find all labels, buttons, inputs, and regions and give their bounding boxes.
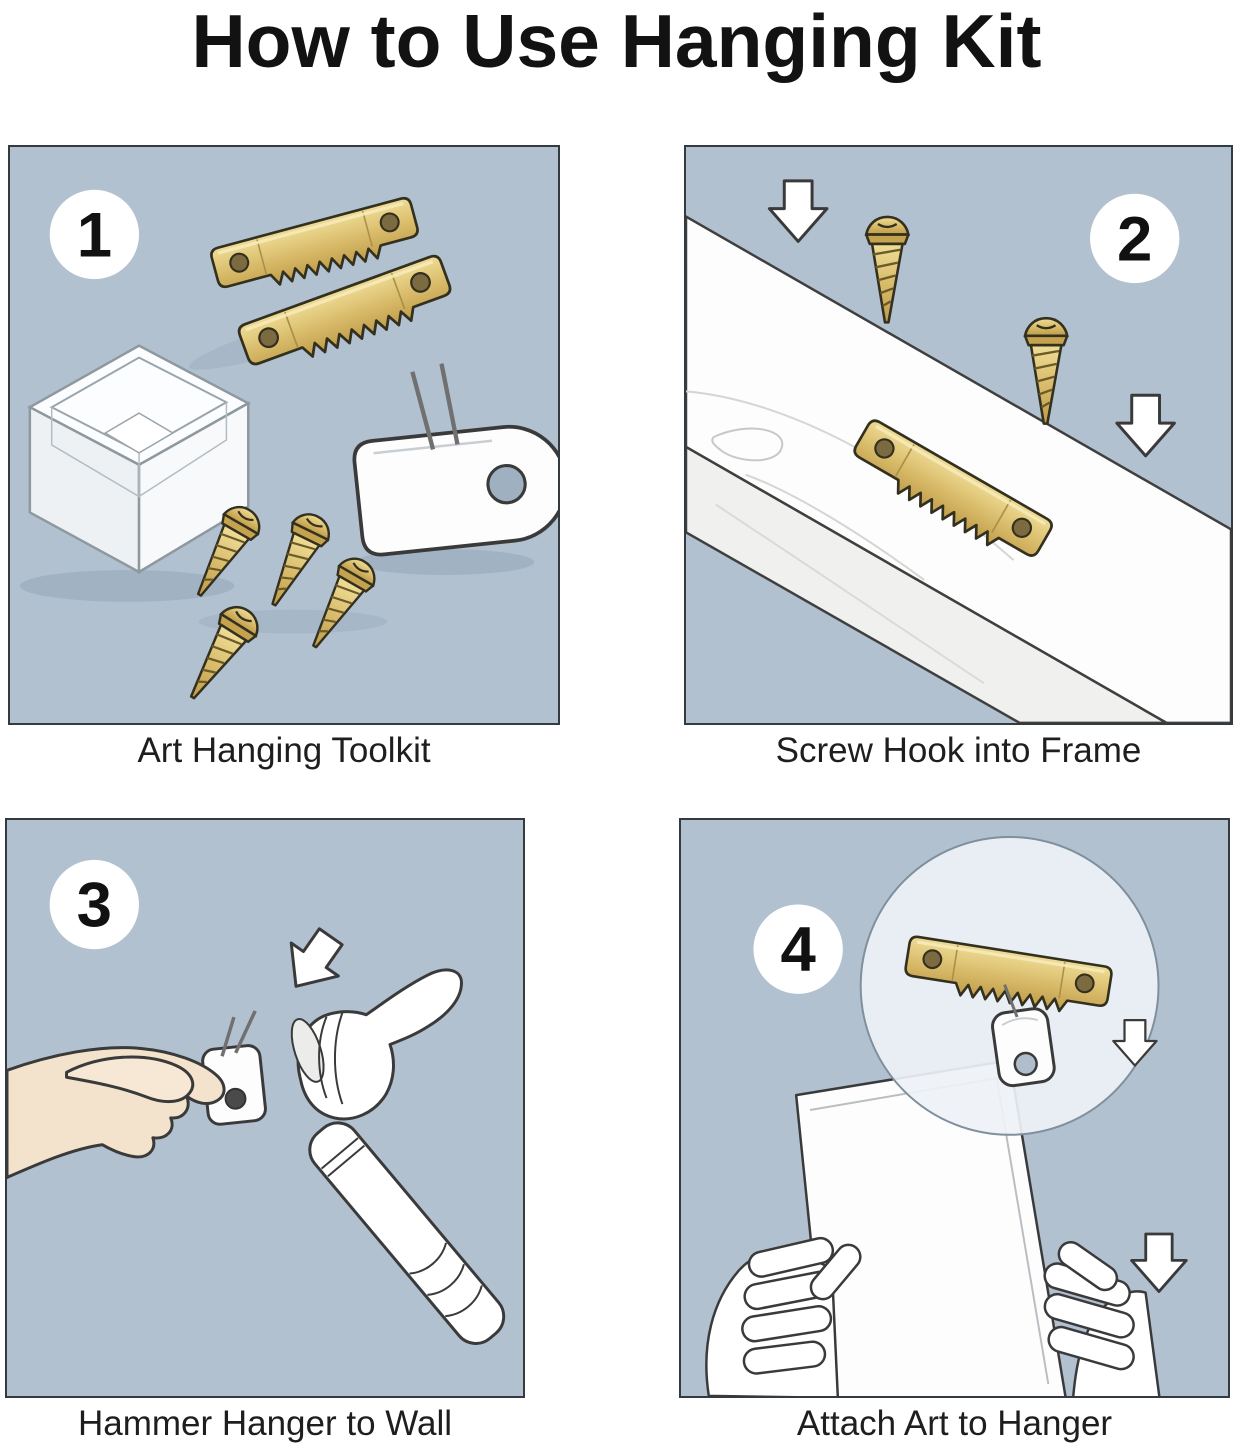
plastic-hook-icon: [345, 352, 558, 556]
down-arrow-icon: [767, 179, 829, 243]
hand: [7, 1046, 226, 1179]
screw-icon: [1023, 316, 1069, 425]
step-3-number: 3: [77, 870, 112, 940]
panel-step-4: 4: [679, 818, 1230, 1398]
panel-step-2: 2: [684, 145, 1233, 725]
panel-2-illustration: 2: [686, 179, 1231, 723]
panel-4-illustration: 4: [705, 835, 1188, 1396]
step-2-badge: 2: [1090, 193, 1180, 284]
caption-step-1: Art Hanging Toolkit: [137, 731, 431, 770]
magnifier-circle: [859, 835, 1160, 1136]
down-arrow-icon: [1130, 1232, 1188, 1293]
plastic-hook-icon: [991, 984, 1056, 1088]
shadow: [19, 570, 235, 602]
caption-step-2: Screw Hook into Frame: [775, 731, 1142, 770]
screw-icon: [255, 506, 337, 615]
step-4-number: 4: [780, 914, 815, 985]
caption-step-3: Hammer Hanger to Wall: [77, 1404, 453, 1443]
hammer-icon: [290, 968, 506, 1345]
down-arrow-icon: [270, 918, 356, 1005]
hand: [1043, 1240, 1161, 1396]
step-1-badge: 1: [49, 189, 140, 280]
panel-3-illustration: 3: [7, 859, 506, 1345]
caption-step-4: Attach Art to Hanger: [796, 1404, 1113, 1443]
panel-step-1: 1: [8, 145, 560, 725]
step-2-number: 2: [1117, 203, 1152, 274]
step-1-number: 1: [77, 199, 112, 270]
panel-1-illustration: 1: [19, 189, 558, 710]
plastic-hook-icon: [201, 1010, 267, 1126]
shadow: [355, 549, 535, 575]
panel-step-3: 3: [5, 818, 525, 1398]
hand: [705, 1236, 862, 1396]
down-arrow-icon: [1115, 393, 1176, 458]
step-4-badge: 4: [753, 904, 843, 994]
screw-icon: [174, 598, 267, 710]
page-title: How to Use Hanging Kit: [191, 0, 1042, 83]
step-3-badge: 3: [49, 859, 139, 950]
toolkit-box: [27, 344, 251, 575]
screw-icon: [864, 215, 910, 324]
screw-icon: [296, 550, 383, 658]
